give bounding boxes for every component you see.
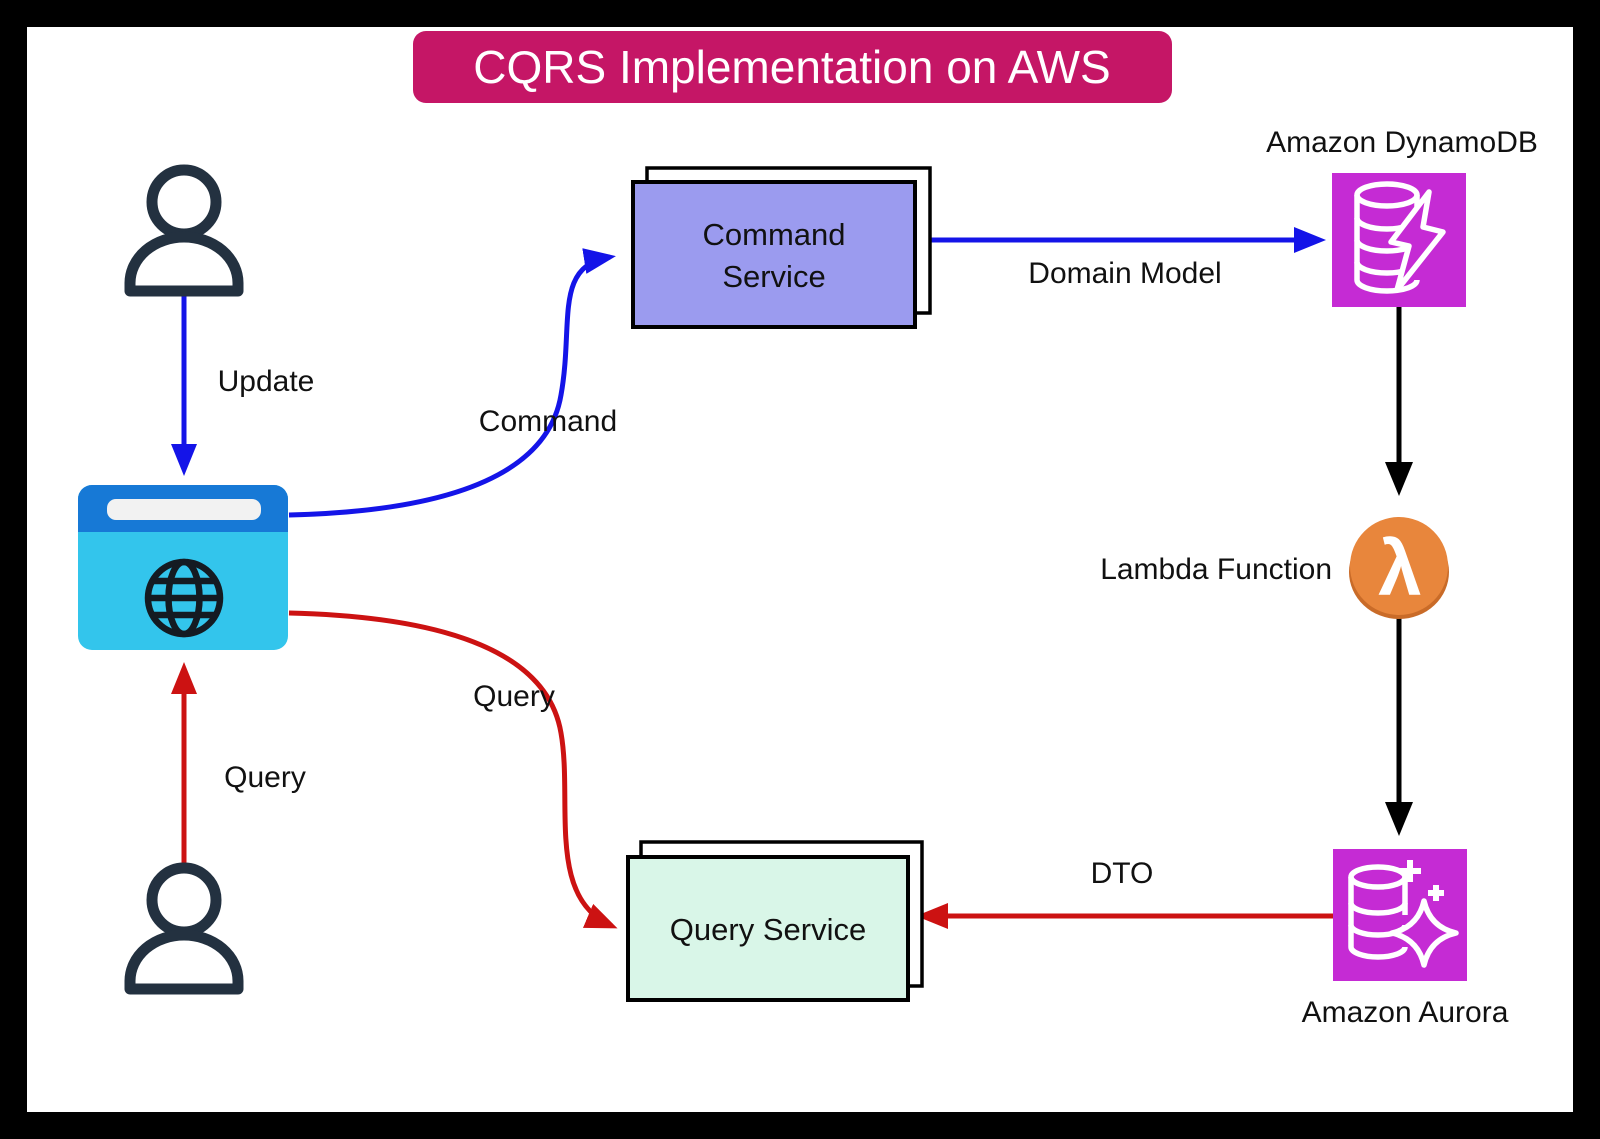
user-top-body: [124, 231, 244, 297]
browser-address-bar: [107, 499, 261, 520]
blue-arrows: [171, 227, 1326, 518]
dto-label: DTO: [1091, 857, 1154, 890]
aurora-node: Amazon Aurora: [1302, 849, 1509, 1029]
domain-model-label: Domain Model: [1028, 257, 1221, 290]
browser-icon: [78, 485, 288, 650]
dynamodb-lightning-bolt: [1388, 189, 1446, 293]
lambda-label: Lambda Function: [1100, 553, 1332, 586]
aurora-sparkle: [1389, 898, 1459, 968]
aurora-plus-large: [1399, 860, 1421, 882]
update-label: Update: [218, 365, 315, 398]
dynamodb-node: Amazon DynamoDB: [1266, 126, 1538, 307]
aurora-cylinder-bottom: [1348, 946, 1408, 960]
title-banner-bg: [413, 31, 1172, 103]
red-arrows: [171, 610, 1333, 929]
lambda-glyph: λ: [1378, 524, 1421, 612]
query-service-card: [626, 855, 910, 1002]
user-bottom-head: [146, 862, 222, 938]
query-service-node: Query Service: [626, 840, 924, 1002]
user-top-head: [146, 164, 222, 240]
command-service-card: [631, 180, 917, 329]
command-service-label-line2: Service: [722, 259, 825, 294]
title-banner: CQRS Implementation on AWS: [413, 31, 1172, 103]
query-service-label: Query Service: [670, 912, 866, 947]
query-user-label: Query: [224, 761, 306, 794]
user-bottom-icon: [124, 862, 244, 995]
user-top-icon: [124, 164, 244, 297]
dynamodb-cylinder-bottom: [1354, 279, 1420, 294]
command-service-label-line1: Command: [703, 217, 846, 252]
dynamodb-label: Amazon DynamoDB: [1266, 126, 1538, 159]
command-service-node: Command Service: [631, 166, 932, 329]
globe-icon: [144, 558, 224, 638]
edge-labels: Update Command Query Query Domain Model …: [218, 257, 1222, 890]
command-arrow: [288, 248, 616, 518]
query-browser-label: Query: [473, 680, 555, 713]
aurora-plus-small: [1428, 885, 1444, 901]
aurora-cylinder-band: [1348, 902, 1408, 916]
command-label: Command: [479, 405, 617, 438]
user-bottom-body: [124, 929, 244, 995]
lambda-node: λ Lambda Function: [1100, 517, 1449, 619]
lambda-icon: [1350, 517, 1448, 615]
page-title: CQRS Implementation on AWS: [473, 41, 1110, 93]
query-browser-arrow: [288, 610, 618, 929]
aurora-label: Amazon Aurora: [1302, 996, 1509, 1029]
